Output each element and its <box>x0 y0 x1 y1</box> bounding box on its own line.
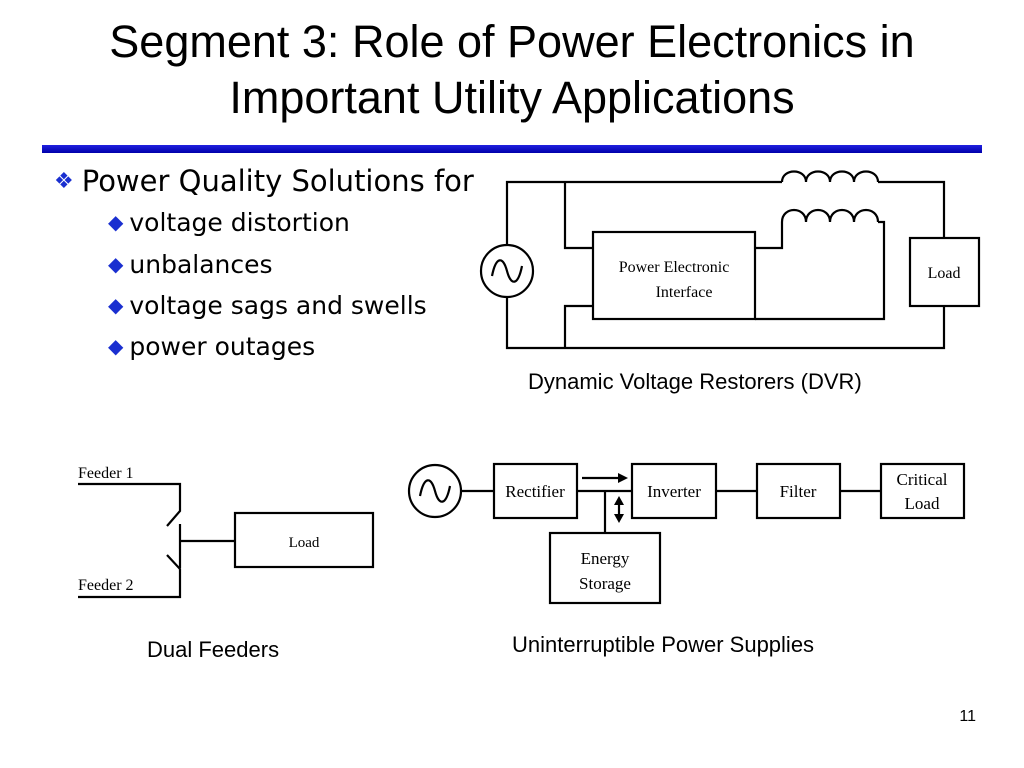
pe-output-top-wire <box>755 222 784 250</box>
sine-wave-icon <box>490 259 524 283</box>
ups-diagram <box>407 462 966 605</box>
slide-title: Segment 3: Role of Power Electronics in … <box>0 14 1024 126</box>
main-bullet: ❖ Power Quality Solutions for <box>54 164 474 198</box>
series-transformer-secondary-icon <box>780 208 880 223</box>
ups-sine-wave-icon <box>418 479 452 503</box>
pe-output-return-wire <box>755 220 886 321</box>
critical-load-label-line-2: Load <box>905 494 940 513</box>
energy-storage-label-line-1: Energy <box>581 549 630 568</box>
dvr-top-wire <box>505 180 782 245</box>
title-line-2: Important Utility Applications <box>229 72 795 123</box>
title-line-1: Segment 3: Role of Power Electronics in <box>109 16 915 67</box>
sub-bullet-text: power outages <box>129 332 316 361</box>
critical-load-box <box>879 462 966 520</box>
dvr-load-box <box>908 236 981 308</box>
rectifier-label: Rectifier <box>505 482 565 501</box>
dual-load-box <box>233 511 375 569</box>
title-divider <box>42 145 982 153</box>
dvr-load-label: Load <box>928 265 961 282</box>
sub-bullet-text: voltage sags and swells <box>129 291 427 320</box>
diamond-icon: ◆ <box>108 252 124 276</box>
sub-bullet: ◆unbalances <box>108 250 273 279</box>
dvr-bottom-wire <box>505 297 946 350</box>
feeder-1-label: Feeder 1 <box>78 465 134 482</box>
energy-storage-box <box>548 531 662 605</box>
diamond-icon: ◆ <box>108 210 124 234</box>
power-flow-arrowhead-icon <box>618 473 628 483</box>
dual-feeders-caption: Dual Feeders <box>147 637 280 662</box>
series-transformer-primary-icon <box>780 170 880 183</box>
pe-label-line-2: Interface <box>656 284 713 301</box>
inverter-label: Inverter <box>647 482 701 501</box>
charge-arrowhead-up-icon <box>614 496 624 505</box>
pe-input-top-wire <box>563 182 593 250</box>
main-bullet-text: Power Quality Solutions for <box>81 164 474 198</box>
dual-load-label: Load <box>289 535 320 551</box>
dual-feeders-diagram <box>78 482 375 599</box>
dvr-top-right-wire <box>878 180 946 238</box>
sub-bullet: ◆power outages <box>108 332 315 361</box>
feeder-2-line-switch <box>78 554 182 599</box>
diamond-icon: ◆ <box>108 293 124 317</box>
dvr-caption: Dynamic Voltage Restorers (DVR) <box>528 369 862 394</box>
critical-load-label-line-1: Critical <box>897 470 948 489</box>
filter-label: Filter <box>780 482 817 501</box>
pe-input-bottom-wire <box>563 304 593 348</box>
ups-caption: Uninterruptible Power Supplies <box>512 632 815 657</box>
diamond-icon: ◆ <box>108 334 124 358</box>
energy-storage-label-line-2: Storage <box>579 574 631 593</box>
power-electronic-interface-box <box>591 230 757 321</box>
pe-label-line-1: Power Electronic <box>619 259 730 276</box>
dvr-diagram <box>479 170 981 350</box>
page-number: 11 <box>959 708 976 725</box>
sub-bullet: ◆voltage distortion <box>108 208 350 237</box>
sub-bullet-text: unbalances <box>129 250 273 279</box>
sub-bullet: ◆voltage sags and swells <box>108 291 427 320</box>
feeder-1-line-switch <box>78 482 182 527</box>
diamond-cluster-icon: ❖ <box>54 169 74 194</box>
feeder-2-label: Feeder 2 <box>78 577 134 594</box>
sub-bullet-text: voltage distortion <box>129 208 350 237</box>
charge-arrowhead-down-icon <box>614 514 624 523</box>
